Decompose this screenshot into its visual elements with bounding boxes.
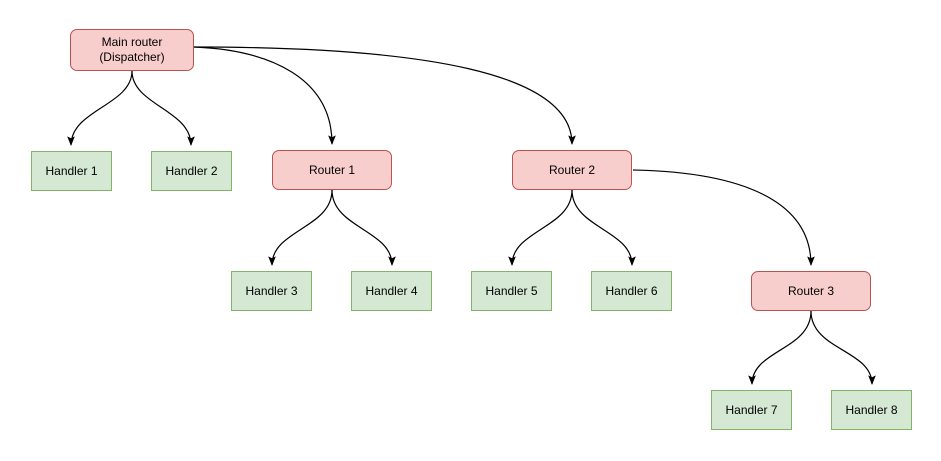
node-main[interactable]: Main router (Dispatcher) [70, 29, 194, 71]
edge-router1-handler4 [331, 189, 396, 266]
node-handler3[interactable]: Handler 3 [231, 271, 312, 311]
node-handler6[interactable]: Handler 6 [591, 271, 672, 311]
node-label-handler4: Handler 4 [365, 283, 418, 298]
edge-main-router2 [193, 46, 576, 145]
node-handler5[interactable]: Handler 5 [471, 271, 552, 311]
node-handler4[interactable]: Handler 4 [351, 271, 432, 311]
edge-main-handler2 [131, 70, 195, 146]
node-handler7[interactable]: Handler 7 [711, 390, 792, 430]
node-label-handler5: Handler 5 [485, 283, 538, 298]
edge-main-router1 [193, 46, 336, 145]
edge-router2-handler5 [508, 189, 573, 266]
node-router1[interactable]: Router 1 [272, 150, 392, 190]
node-label-router3: Router 3 [787, 283, 835, 298]
edge-router3-handler8 [810, 310, 876, 385]
node-label-handler7: Handler 7 [725, 402, 778, 417]
edge-router3-handler7 [748, 310, 812, 385]
node-label-handler6: Handler 6 [605, 283, 658, 298]
node-label-router2: Router 2 [548, 162, 596, 177]
node-label-handler8: Handler 8 [845, 402, 898, 417]
node-handler1[interactable]: Handler 1 [31, 151, 112, 191]
edge-router2-router3 [632, 169, 815, 266]
node-router2[interactable]: Router 2 [512, 150, 632, 190]
edge-router1-handler3 [268, 189, 333, 266]
node-label-handler3: Handler 3 [245, 283, 298, 298]
node-label-main: Main router (Dispatcher) [99, 35, 165, 64]
edge-main-handler1 [67, 70, 133, 146]
node-handler2[interactable]: Handler 2 [151, 151, 232, 191]
node-handler8[interactable]: Handler 8 [831, 390, 912, 430]
node-router3[interactable]: Router 3 [751, 271, 871, 311]
node-label-router1: Router 1 [308, 162, 356, 177]
node-label-handler1: Handler 1 [45, 163, 98, 178]
edge-router2-handler6 [571, 189, 636, 266]
node-label-handler2: Handler 2 [165, 163, 218, 178]
